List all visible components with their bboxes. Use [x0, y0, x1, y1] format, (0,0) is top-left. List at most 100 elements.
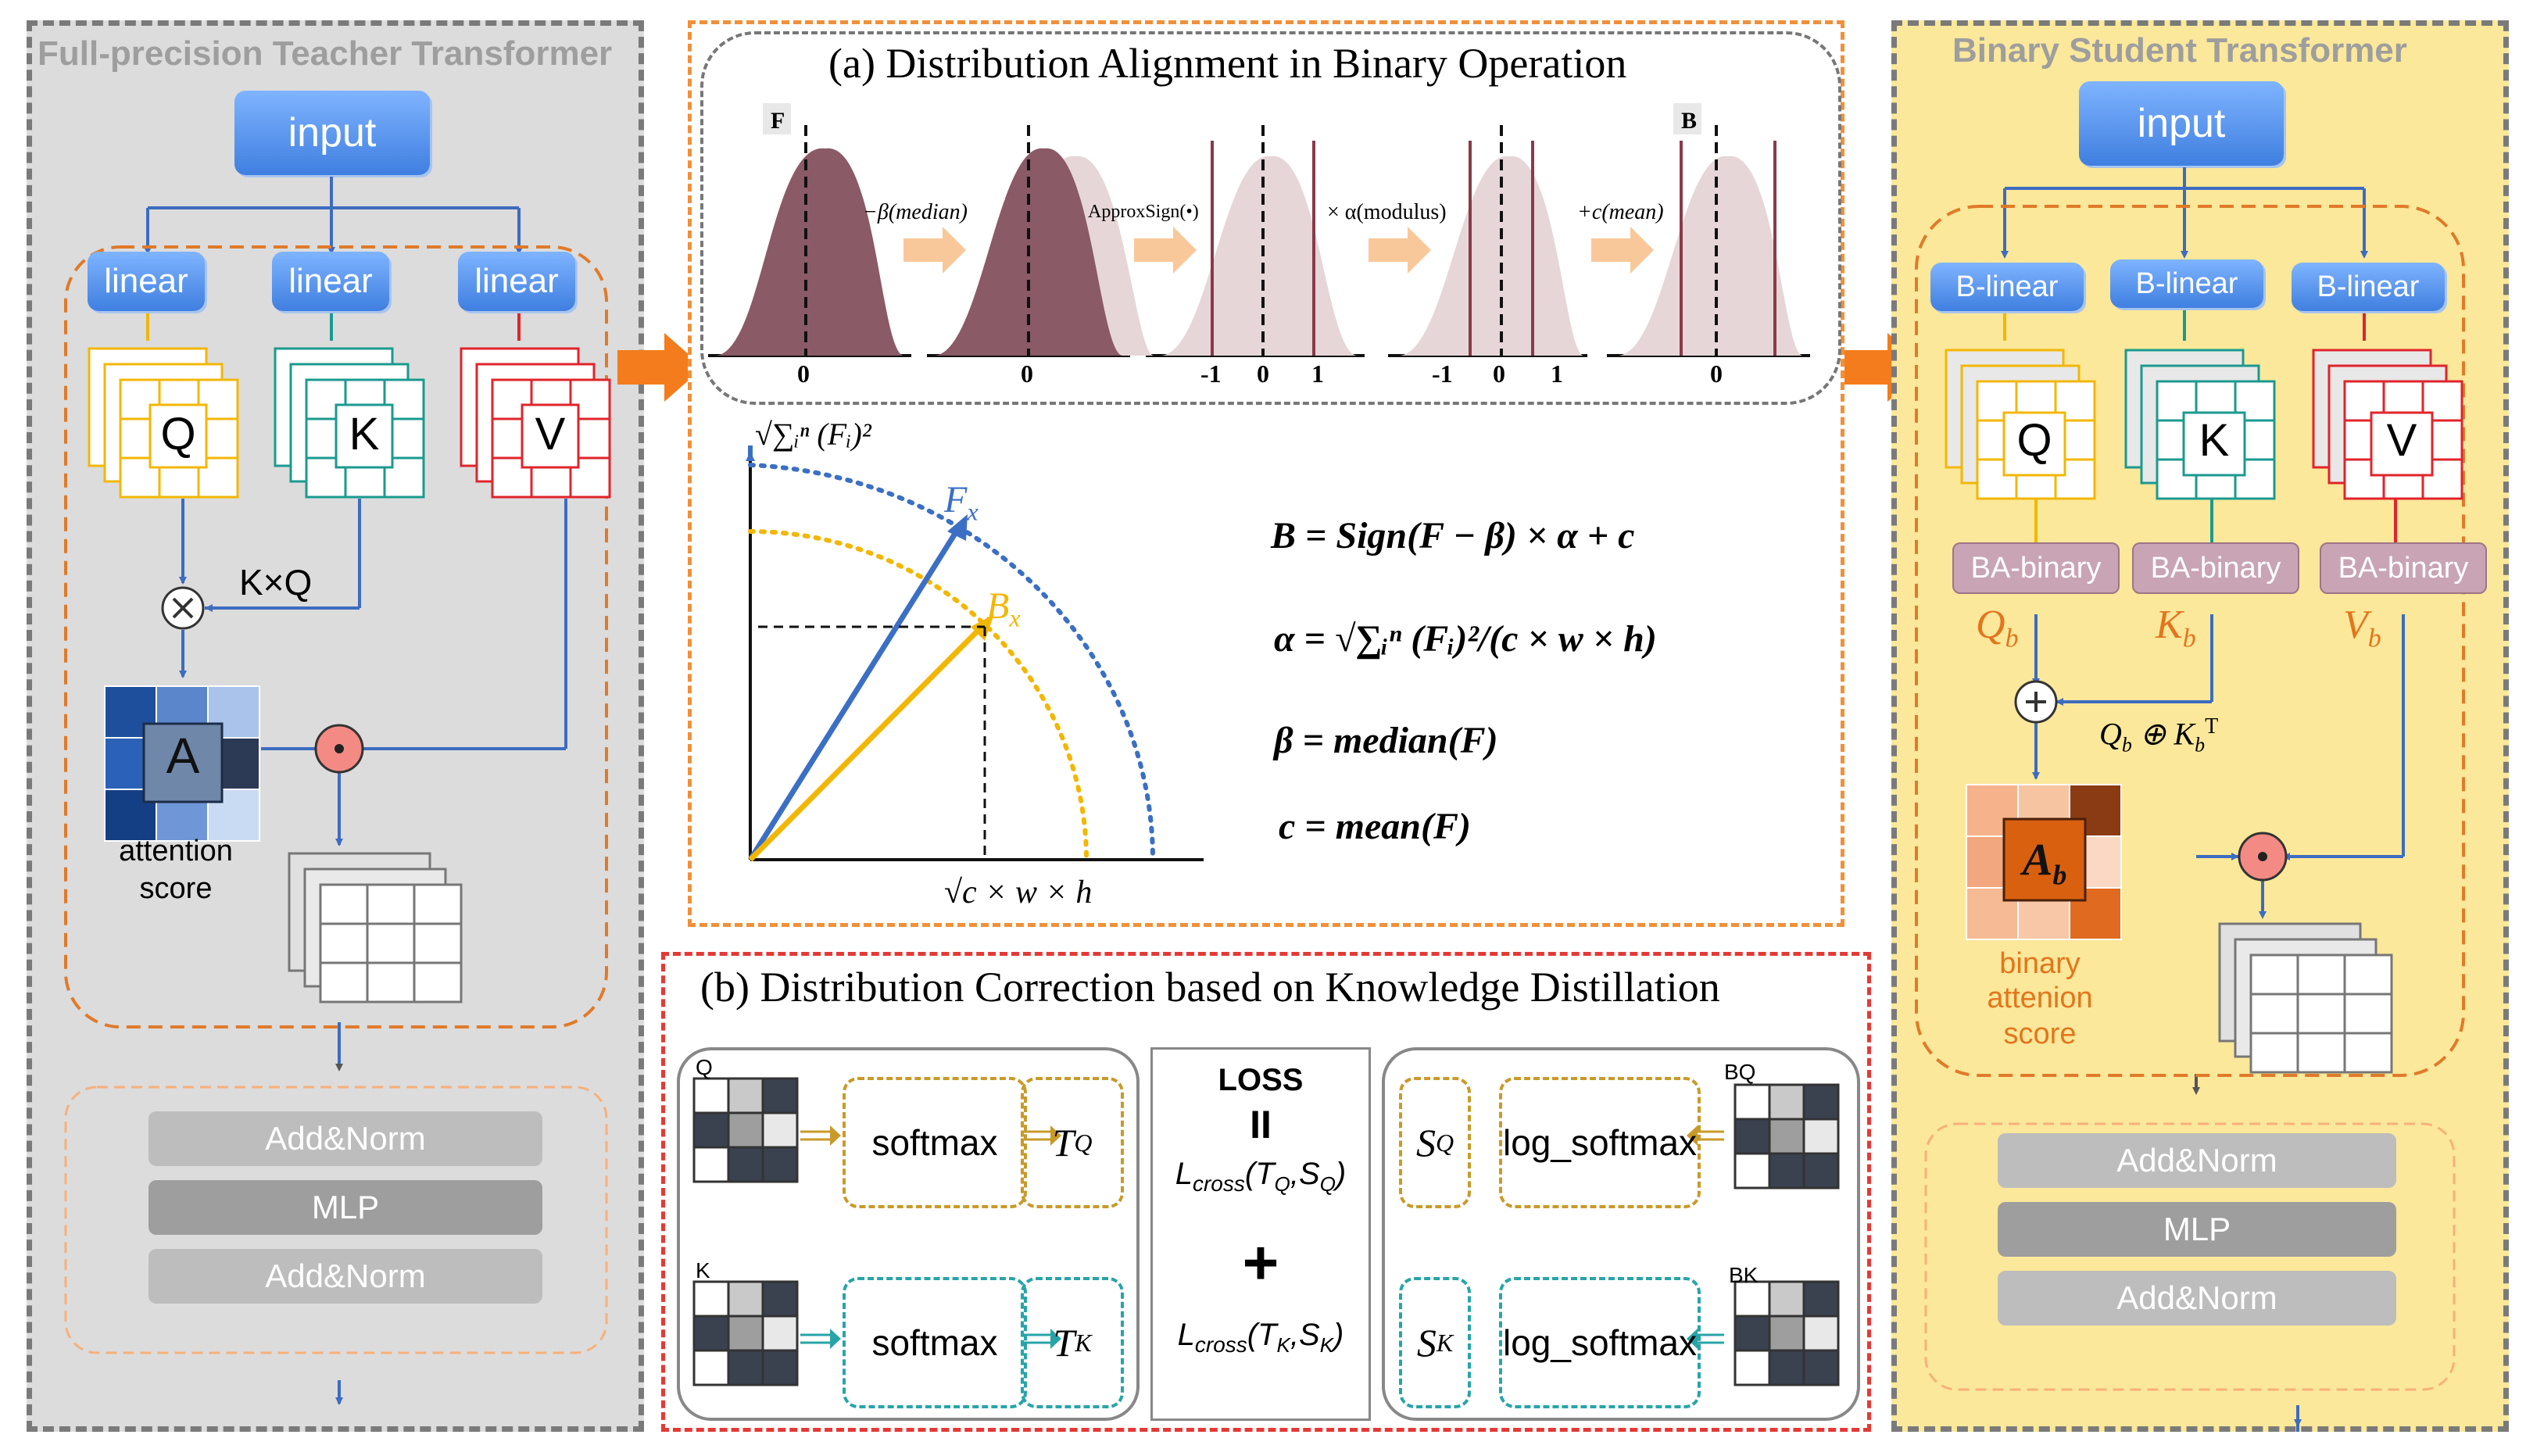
ba-binary-q: BA-binary	[1952, 542, 2120, 594]
y-axis-label: √∑ᵢⁿ (Fᵢ)²	[755, 417, 871, 452]
binary-caption-1: binary	[1999, 947, 2081, 980]
loss-box	[1150, 1047, 1371, 1421]
linear-label: linear	[474, 262, 559, 300]
teacher-connectors	[64, 177, 611, 1405]
student-blinear-q: B-linear	[1930, 263, 2084, 311]
student-v-label: V	[2386, 415, 2417, 466]
student-blinear-v: B-linear	[2292, 263, 2445, 311]
lk-sub: cross	[1194, 1333, 1247, 1357]
lk-args-sub1: K	[1276, 1333, 1290, 1357]
equation-1: B = Sign(F − β) × α + c	[1271, 515, 1635, 556]
qb-label: Qb	[1976, 602, 2019, 653]
label-f: F	[771, 108, 785, 134]
sq-main: S	[1415, 1121, 1436, 1164]
student-blinear-k: B-linear	[2110, 259, 2263, 308]
kd-matrices	[692, 1077, 1840, 1386]
x-axis-label: √c × w × h	[944, 875, 1093, 910]
qk-q-sub: b	[2121, 733, 2132, 757]
binary-caption-3: score	[2003, 1018, 2077, 1050]
log-softmax-q-label: log_softmax	[1502, 1122, 1697, 1163]
lq-args2: ,S	[1290, 1157, 1320, 1191]
equation-2: α = √∑ᵢⁿ (Fᵢ)²/(c × w × h)	[1274, 618, 1657, 660]
lq-args-sub2: Q	[1319, 1172, 1336, 1196]
ab-main: A	[2022, 834, 2053, 885]
softmax-q-label: softmax	[871, 1122, 998, 1163]
section-b-panel	[661, 952, 1871, 1432]
ba-binary-k: BA-binary	[2132, 542, 2299, 594]
teacher-kd-box	[677, 1047, 1140, 1421]
tk-main: T	[1053, 1321, 1075, 1365]
tick-3-neg1: -1	[1200, 360, 1222, 388]
label-b: B	[1681, 108, 1698, 134]
qk-sum-label: Qb ⊕ KbT	[2099, 714, 2218, 757]
bx-sub: x	[1009, 603, 1021, 632]
lk-args-sub2: K	[1319, 1333, 1334, 1357]
student-addnorm-1: Add&Norm	[1998, 1133, 2396, 1188]
tick-4-0: 0	[1493, 360, 1505, 388]
linear-label: linear	[104, 262, 188, 300]
lq-args-sub1: Q	[1274, 1172, 1290, 1196]
teacher-addnorm-1: Add&Norm	[148, 1111, 542, 1166]
equation-4: c = mean(F)	[1279, 806, 1471, 847]
kb-main: K	[2156, 603, 2183, 647]
teacher-q-label: Q	[160, 409, 196, 460]
student-addnorm-2: Add&Norm	[1998, 1271, 2396, 1325]
section-b-title: (b) Distribution Correction based on Kno…	[700, 964, 1720, 1011]
tick-4-1: 1	[1551, 360, 1563, 388]
blinear-label: B-linear	[2135, 267, 2238, 300]
teacher-linear-v: linear	[458, 252, 575, 311]
lk-main: L	[1177, 1318, 1195, 1352]
teacher-input-label: input	[288, 110, 377, 156]
op-approxsign: ApproxSign(•)	[1088, 202, 1199, 222]
distribution-plots	[708, 103, 1810, 357]
fx-label: Fx	[944, 478, 979, 527]
teacher-addnorm-2: Add&Norm	[148, 1249, 542, 1304]
tick-3-1: 1	[1311, 360, 1324, 388]
teacher-linear-k: linear	[272, 252, 389, 311]
qk-q: Q	[2099, 716, 2122, 752]
arrow-teacher-to-a	[617, 333, 703, 402]
tk-sub: K	[1075, 1328, 1092, 1357]
vector-diagram	[746, 445, 1204, 862]
tq-sub: Q	[1074, 1128, 1093, 1157]
qk-mid: ⊕ K	[2131, 716, 2195, 752]
blinear-label: B-linear	[1955, 270, 2059, 303]
teacher-v-label: V	[535, 409, 566, 460]
linear-label: linear	[288, 262, 373, 300]
sq-sub: Q	[1435, 1128, 1454, 1157]
section-a-title: (a) Distribution Alignment in Binary Ope…	[828, 40, 1627, 87]
bx-main: B	[986, 585, 1010, 627]
fx-main: F	[944, 479, 968, 521]
lq-sub: cross	[1192, 1172, 1245, 1196]
teacher-k-label: K	[349, 409, 380, 460]
distribution-strip	[700, 31, 1841, 405]
lq-args: (T	[1244, 1157, 1275, 1191]
teacher-mlp: MLP	[148, 1180, 542, 1235]
kd-bk-label: BK	[1729, 1263, 1759, 1287]
student-mlp: MLP	[1998, 1202, 2396, 1257]
log-softmax-k-label: log_softmax	[1502, 1322, 1697, 1363]
student-kd-box	[1382, 1047, 1860, 1421]
tick-4-neg1: -1	[1432, 360, 1453, 388]
teacher-input-block: input	[234, 91, 430, 175]
student-title: Binary Student Transformer	[1952, 31, 2407, 70]
tick-5-0: 0	[1710, 360, 1723, 388]
qk-k-sub: b	[2195, 733, 2206, 757]
kd-bq-label: BQ	[1724, 1060, 1756, 1084]
ab-label: Ab	[2004, 833, 2085, 892]
lq-main: L	[1175, 1157, 1193, 1191]
student-connectors	[1915, 167, 2465, 1432]
teacher-kq-label: K×Q	[239, 562, 313, 603]
kd-q-label: Q	[696, 1055, 713, 1079]
kb-sub: b	[2182, 624, 2196, 653]
vb-sub: b	[2367, 624, 2381, 653]
lk-args: (T	[1247, 1318, 1277, 1352]
loss-term-k: Lcross(TK,SK)	[1177, 1318, 1344, 1357]
student-k-label: K	[2199, 415, 2230, 466]
teacher-linear-q: linear	[88, 252, 205, 311]
teacher-title: Full-precision Teacher Transformer	[38, 34, 613, 73]
ab-sub: b	[2052, 859, 2067, 891]
